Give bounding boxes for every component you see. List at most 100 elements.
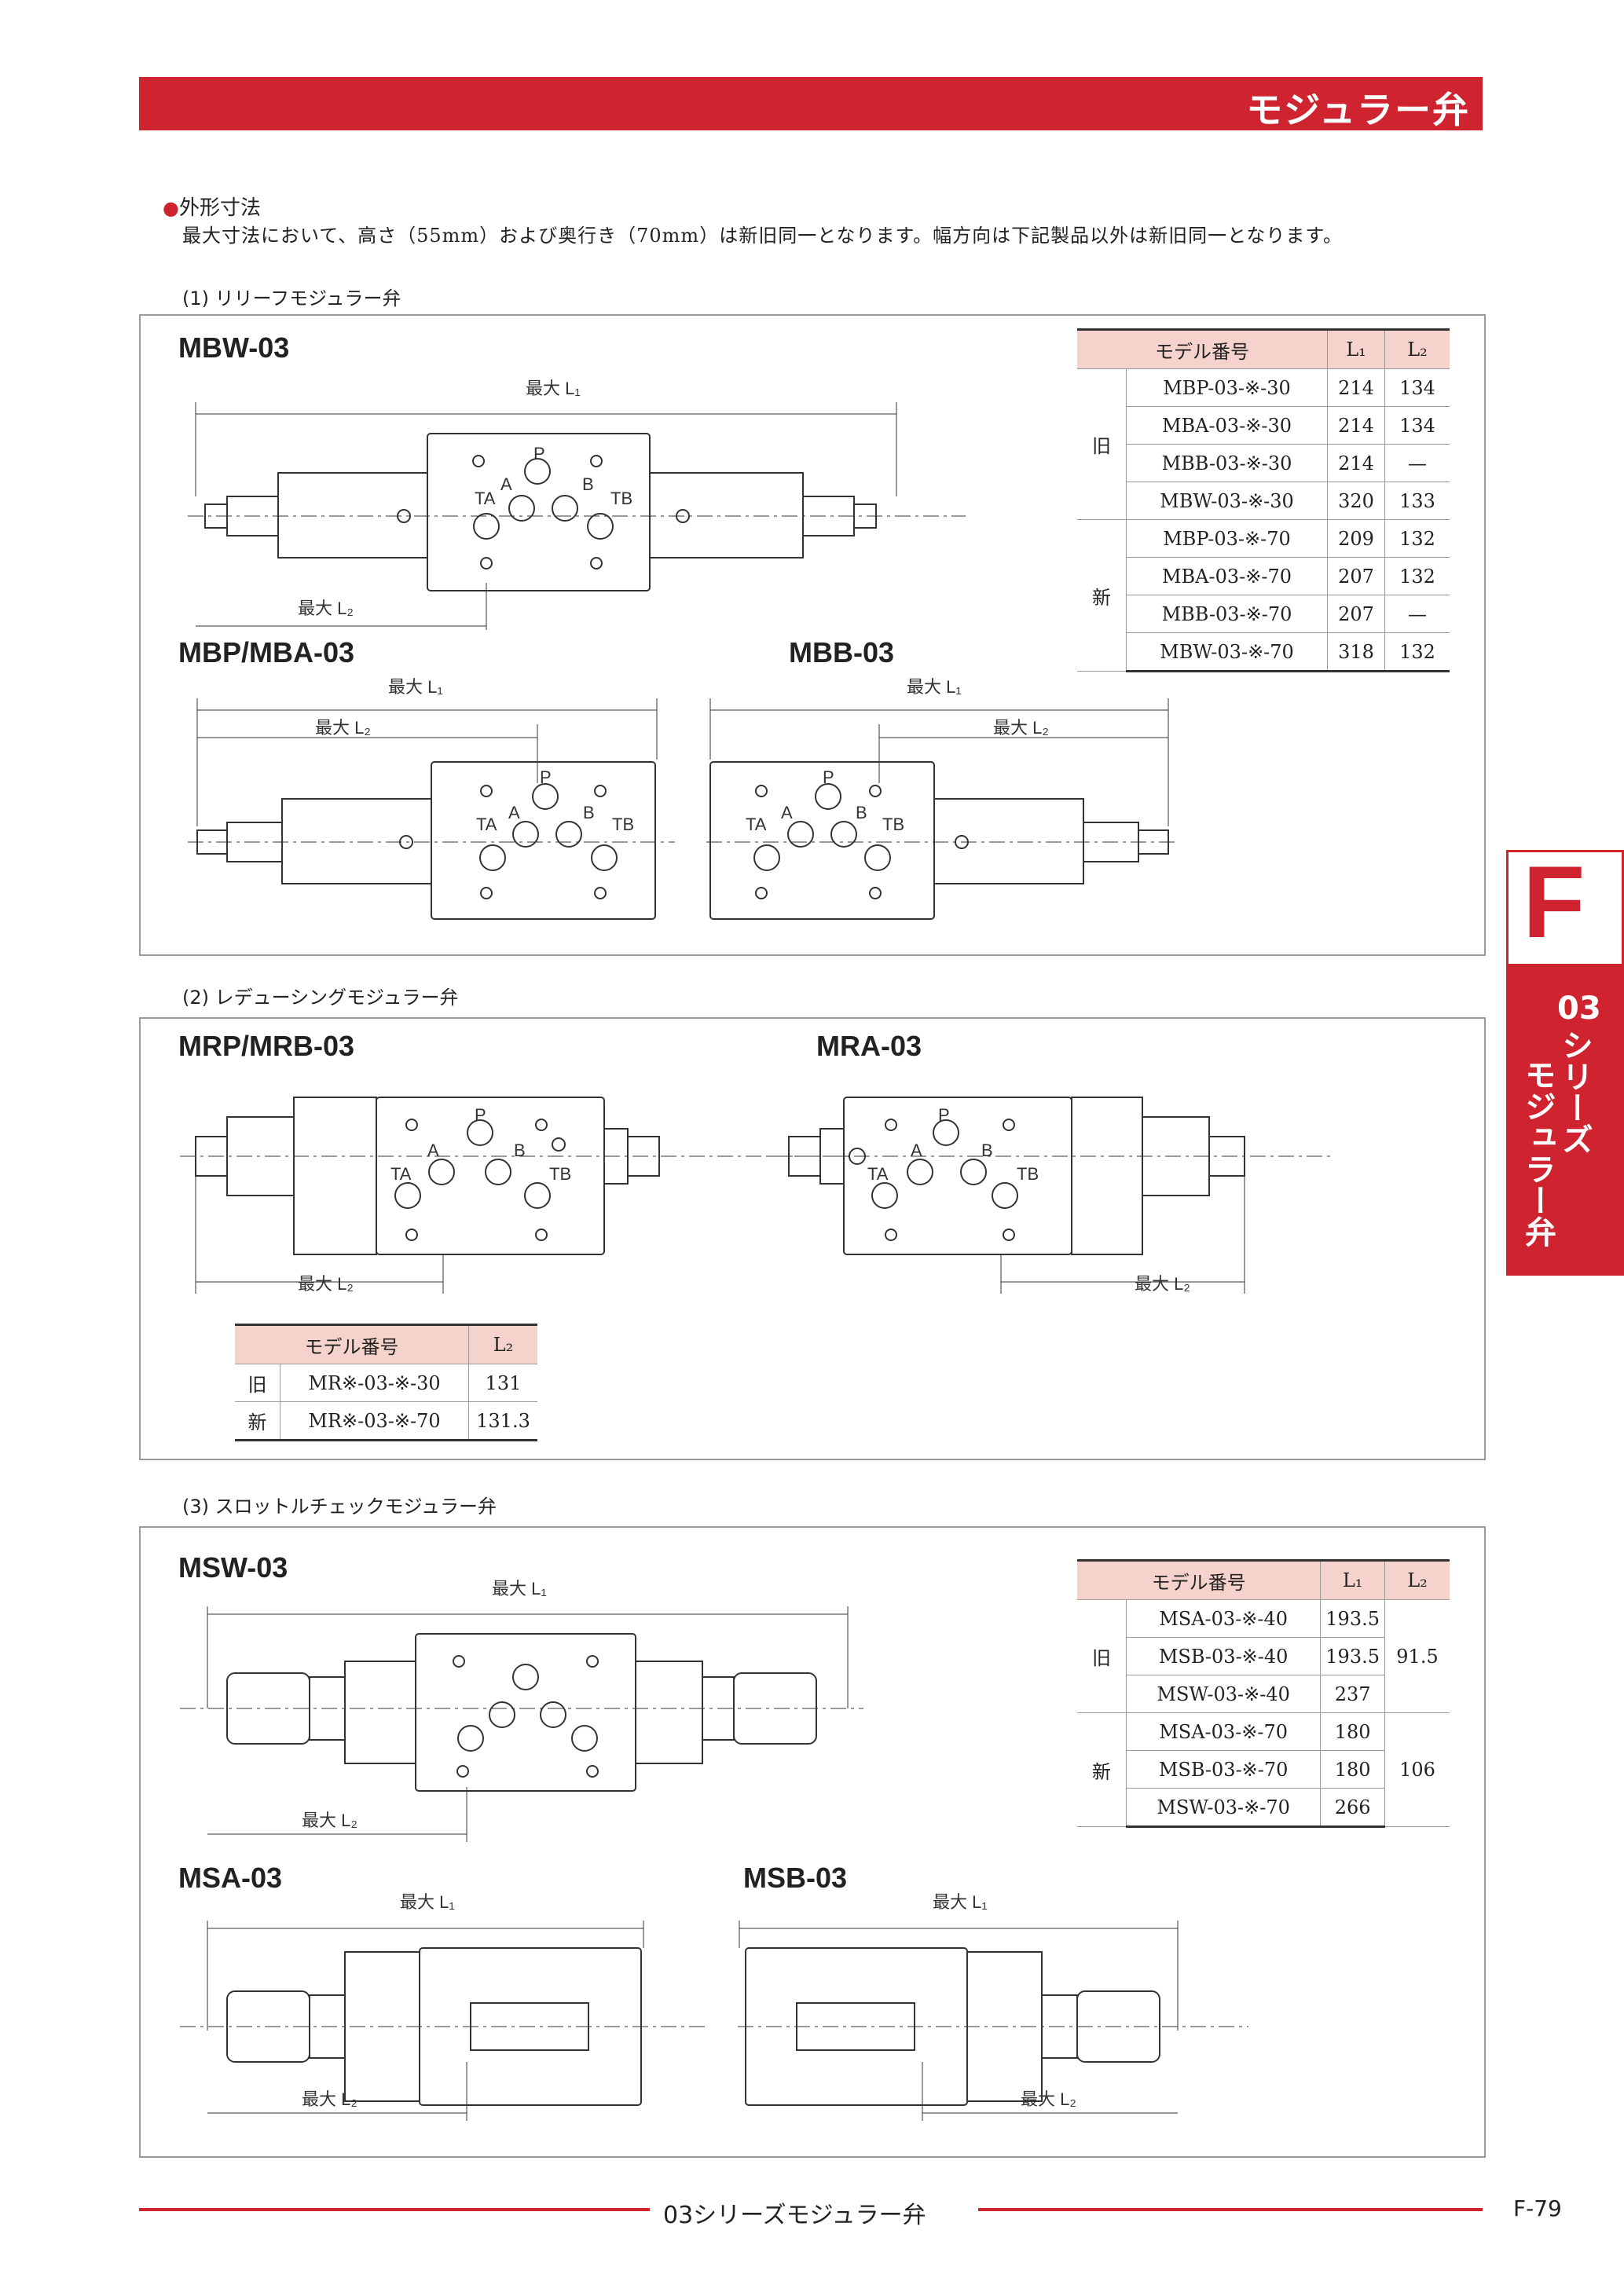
page-number: F-79	[1513, 2195, 1562, 2221]
svg-text:B: B	[981, 1141, 993, 1160]
svg-text:B: B	[856, 803, 867, 822]
svg-text:A: A	[911, 1141, 922, 1160]
svg-text:A: A	[508, 803, 520, 822]
msb-l2-label: 最大 L₂	[1021, 2089, 1076, 2109]
model-mbw: MBW-03	[178, 331, 290, 364]
mbw-l2-label: 最大 L₂	[298, 599, 354, 618]
model-msb: MSB-03	[743, 1862, 848, 1894]
intro-title-text: 外形寸法	[178, 196, 261, 220]
svg-text:TA: TA	[476, 815, 497, 834]
mbw-drawing	[188, 402, 966, 630]
svg-text:P: P	[533, 444, 545, 463]
svg-text:P: P	[938, 1105, 950, 1125]
table-header: L₁	[1320, 1559, 1385, 1600]
msw-drawing	[180, 1606, 863, 1842]
svg-text:P: P	[475, 1105, 486, 1125]
mbp-drawing	[188, 698, 675, 920]
mra-drawing	[769, 1097, 1335, 1294]
svg-text:P: P	[540, 767, 552, 787]
msb-drawing	[738, 1921, 1248, 2121]
section3-panel: 最大 L₁ 最大 L₂ 最大 L₁ 最大 L₂	[139, 1526, 1486, 2158]
svg-text:TB: TB	[1017, 1164, 1039, 1184]
section3-label: (3) スロットルチェックモジュラー弁	[182, 1496, 497, 1518]
section1-drawing: 最大 L₁ 最大 L₂ P A B TA TB 最大 L₁ 最大 L₂ P A B	[188, 379, 1178, 920]
section3-drawing: 最大 L₁ 最大 L₂ 最大 L₁ 最大 L₂	[180, 1579, 1248, 2121]
table-header: モデル番号	[1077, 1559, 1322, 1600]
msb-l1-label: 最大 L₁	[933, 1892, 988, 1912]
model-msw: MSW-03	[178, 1551, 288, 1584]
msw-l2-label: 最大 L₂	[302, 1811, 357, 1830]
mra-l2-label: 最大 L₂	[1135, 1274, 1190, 1294]
msa-drawing	[180, 1921, 706, 2121]
mbw-l1-label: 最大 L₁	[526, 379, 581, 398]
svg-text:最大 L₂: 最大 L₂	[993, 718, 1049, 738]
svg-text:TA: TA	[746, 815, 767, 834]
model-mrp: MRP/MRB-03	[178, 1030, 355, 1062]
svg-text:B: B	[582, 474, 594, 494]
svg-text:A: A	[500, 474, 512, 494]
svg-text:TB: TB	[549, 1164, 571, 1184]
svg-text:TA: TA	[867, 1164, 889, 1184]
msa-l1-label: 最大 L₁	[400, 1892, 455, 1912]
footer-line-right	[978, 2208, 1483, 2211]
svg-text:TA: TA	[390, 1164, 412, 1184]
side-tab-letter: F	[1523, 844, 1586, 959]
model-mra: MRA-03	[816, 1030, 922, 1062]
svg-text:P: P	[823, 767, 834, 787]
table-header: L₁	[1327, 328, 1385, 369]
table-header: モデル番号	[1077, 328, 1328, 369]
header-bar: モジュラー弁	[139, 77, 1483, 131]
svg-text:最大 L₂: 最大 L₂	[315, 718, 371, 738]
side-tab-line1: 03	[1557, 991, 1601, 1027]
msw-l1-label: 最大 L₁	[492, 1579, 547, 1598]
svg-text:TB: TB	[882, 815, 904, 834]
section2-label: (2) レデューシングモジュラー弁	[182, 987, 459, 1009]
bullet-icon: ●	[163, 197, 179, 219]
mbb-drawing	[706, 698, 1178, 920]
section1-panel: 最大 L₁ 最大 L₂ P A B TA TB 最大 L₁ 最大 L₂ P A B	[139, 314, 1486, 956]
section1-label: (1) リリーフモジュラー弁	[182, 287, 401, 309]
mrp-l2-label: 最大 L₂	[298, 1274, 354, 1294]
svg-text:TB: TB	[612, 815, 634, 834]
svg-text:TA: TA	[475, 489, 496, 508]
table-header: L₂	[1384, 1559, 1450, 1600]
intro-title: ●外形寸法	[163, 192, 261, 221]
footer-title: 03シリーズモジュラー弁	[663, 2202, 926, 2229]
side-tab-line2: シリーズ	[1556, 1029, 1593, 1155]
model-mbb: MBB-03	[789, 636, 895, 668]
page-title: モジュラー弁	[1246, 89, 1470, 131]
side-tab-letter-box: F	[1506, 844, 1624, 966]
svg-text:A: A	[781, 803, 793, 822]
msa-l2-label: 最大 L₂	[302, 2089, 357, 2109]
svg-text:最大 L₁: 最大 L₁	[907, 677, 962, 697]
table-header: L₂	[468, 1324, 537, 1364]
svg-text:B: B	[583, 803, 595, 822]
svg-text:最大 L₁: 最大 L₁	[388, 677, 443, 697]
svg-text:B: B	[514, 1141, 526, 1160]
table-header: L₂	[1384, 328, 1450, 369]
mrp-drawing	[180, 1097, 848, 1294]
model-msa: MSA-03	[178, 1862, 283, 1894]
footer-line-left	[139, 2208, 650, 2211]
svg-text:TB: TB	[610, 489, 632, 508]
model-mbp: MBP/MBA-03	[178, 636, 355, 668]
svg-text:A: A	[427, 1141, 439, 1160]
